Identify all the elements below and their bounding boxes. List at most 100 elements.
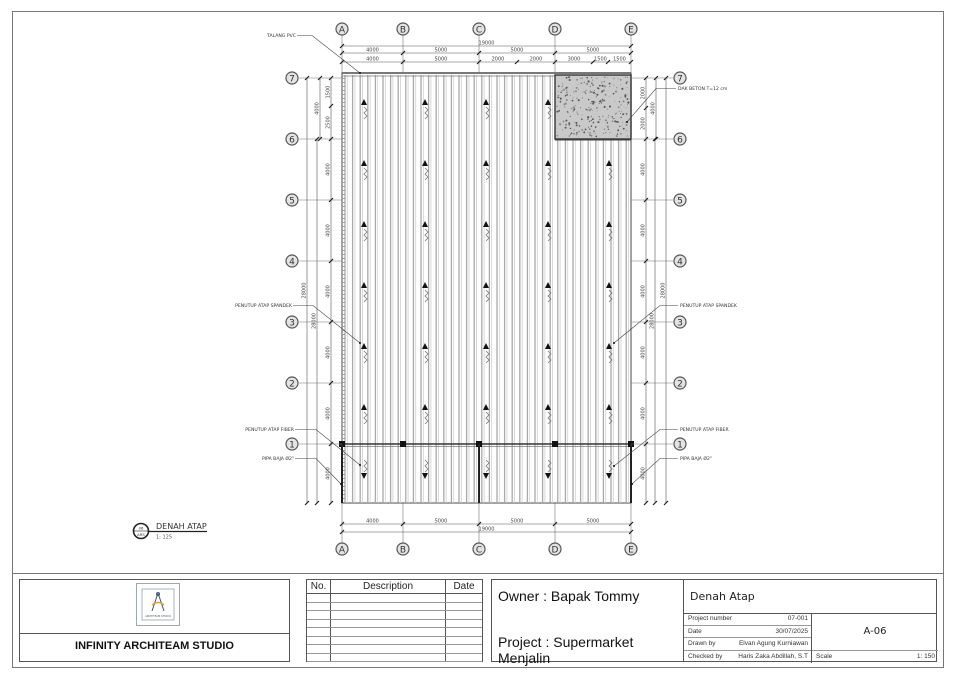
revision-row — [307, 602, 482, 611]
pipa-right-label: PIPA BAJA Ø2" — [631, 455, 712, 485]
svg-text:A: A — [339, 25, 346, 35]
grid-bubble-7-left: 7 — [285, 71, 299, 85]
svg-text:7: 7 — [677, 74, 683, 84]
view-title-name: DENAH ATAP — [156, 522, 207, 531]
checked-by: Haris Zaka Abdillah, S.T — [738, 652, 808, 660]
svg-text:A: A — [339, 545, 346, 555]
grid-bubble-3-right: 3 — [673, 315, 687, 329]
checked-by-row: Checked by Haris Zaka Abdillah, S.T — [688, 652, 808, 660]
drawing-info-block: Denah Atap Project number 07-001 Date 30… — [683, 579, 938, 663]
svg-text:ARS: ARS — [137, 532, 145, 537]
svg-text:28000: 28000 — [302, 283, 308, 299]
grid-bubble-1-right: 1 — [673, 437, 687, 451]
svg-text:4000: 4000 — [366, 519, 379, 525]
project-name: Project : Supermarket Menjalin — [498, 634, 634, 666]
grid-bubble-B-bottom: B — [396, 542, 410, 556]
svg-text:4000: 4000 — [326, 163, 332, 176]
studio-logo: ARCHITEAM STUDIO — [136, 583, 180, 626]
svg-text:7: 7 — [289, 74, 295, 84]
svg-text:3000: 3000 — [568, 57, 581, 63]
svg-text:5000: 5000 — [435, 57, 448, 63]
talang-pvc-label: TALANG PVC — [266, 33, 361, 74]
svg-text:TALANG PVC: TALANG PVC — [266, 33, 296, 39]
grid-bubble-D-bottom: D — [548, 542, 562, 556]
svg-text:ARCHITEAM STUDIO: ARCHITEAM STUDIO — [145, 614, 171, 618]
grid-bubble-1-left: 1 — [285, 437, 299, 451]
svg-text:4000: 4000 — [326, 467, 332, 480]
svg-text:5000: 5000 — [435, 519, 448, 525]
spandek-left-label: PENUTUP ATAP SPANDEK — [235, 303, 361, 344]
svg-text:E: E — [628, 25, 634, 35]
svg-text:5000: 5000 — [511, 519, 524, 525]
roof-sheet-stripes — [339, 72, 634, 504]
svg-text:4: 4 — [289, 257, 295, 267]
svg-text:4000: 4000 — [641, 285, 647, 298]
svg-text:6: 6 — [677, 135, 683, 145]
concrete-slab — [554, 74, 632, 141]
svg-text:4000: 4000 — [366, 48, 379, 54]
svg-text:3: 3 — [289, 318, 295, 328]
svg-text:1500: 1500 — [613, 57, 626, 63]
svg-text:4000: 4000 — [641, 163, 647, 176]
svg-text:1: 1 — [677, 440, 683, 450]
svg-text:2000: 2000 — [530, 57, 543, 63]
slope-arrows — [361, 99, 613, 479]
svg-text:5000: 5000 — [435, 48, 448, 54]
grid-bubble-4-right: 4 — [673, 254, 687, 268]
svg-text:28000: 28000 — [661, 283, 667, 299]
svg-text:1500: 1500 — [326, 86, 332, 99]
rev-header-no: No. — [307, 580, 331, 594]
dak-beton-label: DAK BETON T=12 cm — [626, 86, 728, 123]
svg-text:C: C — [476, 545, 482, 555]
project-number-row: Project number 07-001 — [684, 613, 811, 626]
svg-text:2: 2 — [677, 379, 683, 389]
svg-text:4000: 4000 — [326, 407, 332, 420]
svg-text:4000: 4000 — [641, 407, 647, 420]
scale-value: 1: 150 — [916, 653, 935, 660]
svg-text:1500: 1500 — [594, 57, 607, 63]
svg-text:5: 5 — [677, 196, 683, 206]
grid-bubble-C-top: C — [472, 22, 486, 36]
grid-bubble-2-left: 2 — [285, 376, 299, 390]
svg-text:5000: 5000 — [587, 519, 600, 525]
title-block-divider — [12, 573, 944, 574]
svg-text:4000: 4000 — [326, 346, 332, 359]
svg-text:4000: 4000 — [315, 102, 321, 115]
svg-text:4000: 4000 — [641, 224, 647, 237]
grid-bubble-C-bottom: C — [472, 542, 486, 556]
svg-text:PIPA BAJA Ø2": PIPA BAJA Ø2" — [262, 455, 294, 462]
svg-text:4000: 4000 — [326, 285, 332, 298]
grid-bubble-3-left: 3 — [285, 315, 299, 329]
logo-area: ARCHITEAM STUDIO — [20, 580, 289, 634]
grid-bubble-5-right: 5 — [673, 193, 687, 207]
revision-row — [307, 627, 482, 637]
svg-text:D: D — [552, 545, 559, 555]
svg-text:E: E — [628, 545, 634, 555]
scale-row: Scale 1: 150 — [812, 650, 938, 663]
svg-text:5000: 5000 — [511, 48, 524, 54]
date-row: Date 30/07/2025 — [684, 626, 811, 638]
grid-bubble-A-top: A — [335, 22, 349, 36]
revision-row — [307, 644, 482, 654]
grid-bubble-4-left: 4 — [285, 254, 299, 268]
svg-text:PENUTUP ATAP FIBER: PENUTUP ATAP FIBER — [680, 427, 730, 433]
grid-bubble-E-top: E — [624, 22, 638, 36]
rev-header-description: Description — [330, 580, 446, 594]
revision-row — [307, 610, 482, 620]
revision-row — [307, 593, 482, 603]
svg-text:B: B — [400, 25, 406, 35]
svg-text:28000: 28000 — [650, 313, 656, 329]
studio-block: ARCHITEAM STUDIO INFINITY ARCHITEAM STUD… — [19, 579, 290, 662]
svg-text:4: 4 — [677, 257, 683, 267]
compass-logo-icon: ARCHITEAM STUDIO — [141, 588, 175, 621]
svg-text:PIPA BAJA Ø2": PIPA BAJA Ø2" — [680, 455, 712, 462]
grid-bubble-2-right: 2 — [673, 376, 687, 390]
svg-text:5000: 5000 — [587, 48, 600, 54]
rev-header-date: Date — [445, 580, 482, 594]
callout-labels: TALANG PVC DAK BETON T=12 cm PENUTUP ATAP … — [235, 33, 738, 485]
grid-bubble-7-right: 7 — [673, 71, 687, 85]
grid-bubble-E-bottom: E — [624, 542, 638, 556]
spandek-right-label: PENUTUP ATAP SPANDEK — [613, 303, 738, 344]
svg-text:4000: 4000 — [641, 346, 647, 359]
